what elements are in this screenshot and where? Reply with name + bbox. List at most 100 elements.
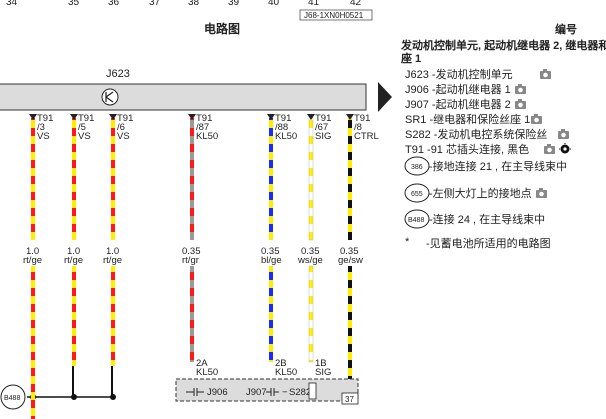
pin-signal: CTRL — [354, 131, 379, 142]
pin-connector: T91 — [37, 113, 53, 124]
wire-upper-segment — [308, 117, 314, 241]
svg-text:S282 -发动机电控系统保险丝: S282 -发动机电控系统保险丝 — [405, 127, 547, 141]
legend-code: S282 — [405, 129, 431, 141]
legend-item[interactable]: S282 -发动机电控系统保险丝 — [405, 127, 569, 141]
wire-color: rt/ge — [64, 255, 83, 266]
grid-number: 39 — [228, 0, 240, 8]
wire-lower-segment — [111, 266, 115, 366]
grid-number: 38 — [188, 0, 200, 8]
ref-number: 37 — [345, 395, 354, 404]
wire-size: 1.0 — [67, 246, 80, 257]
wire-size: 1.0 — [106, 246, 119, 257]
camera-icon[interactable] — [531, 114, 542, 124]
legend-text: -发动机控制单元 — [429, 67, 513, 81]
wire-upper-segment — [348, 118, 352, 240]
wire[interactable] — [308, 117, 314, 363]
wire[interactable] — [348, 118, 352, 388]
partial-code-box — [299, 9, 373, 21]
svg-text:J906 -起动机继电器 1: J906 -起动机继电器 1 — [405, 82, 511, 96]
fuse-icon — [308, 382, 317, 400]
legend-item[interactable]: T91 -91 芯插头连接, 黑色 — [405, 142, 571, 156]
camera-icon[interactable] — [536, 188, 547, 198]
pin-connector: T91 — [117, 113, 133, 124]
camera-icon[interactable] — [515, 99, 526, 109]
circled-id: 386 — [411, 164, 423, 171]
camera-icon[interactable] — [558, 129, 569, 139]
wire-label: 0.35 rt/gr — [182, 246, 201, 266]
wire-size: 0.35 — [261, 246, 280, 257]
wire-color: ws/ge — [297, 255, 323, 266]
pin-arrow-icon — [109, 114, 117, 120]
legend-item[interactable]: J907 -起动机继电器 2 — [405, 97, 526, 111]
wire[interactable] — [72, 118, 76, 366]
pin-number: /8 — [354, 122, 362, 133]
wire[interactable] — [269, 118, 273, 362]
legend-code: T91 — [405, 144, 424, 156]
legend-code: SR1 — [405, 114, 426, 126]
svg-text:J907 -起动机继电器 2: J907 -起动机继电器 2 — [405, 97, 511, 111]
camera-icon[interactable] — [540, 69, 551, 79]
pin-arrow-icon — [29, 114, 37, 120]
wire-color: ge/sw — [338, 255, 363, 266]
splice-down-wire — [31, 366, 35, 419]
pin-number: /88 — [275, 122, 288, 133]
relay-contact-icon — [186, 388, 204, 396]
legend-code: J623 — [405, 69, 429, 81]
wire[interactable] — [111, 118, 115, 366]
legend-item[interactable]: J906 -起动机继电器 1 — [405, 82, 526, 96]
wire-layer: T91 /3 VS T91 /5 VS T91 /6 VS T91 /87 KL… — [23, 113, 379, 388]
legend-circled-item[interactable]: B488 -连接 24 , 在主导线束中 — [404, 209, 545, 229]
wire-color: rt/ge — [23, 255, 42, 266]
legend-pointer-arrow-icon — [378, 82, 392, 112]
pin-signal: VS — [117, 131, 130, 142]
camera-icon[interactable] — [544, 144, 555, 154]
legend-circled-item[interactable]: 386 -接地连接 21 , 在主导线束中 — [404, 156, 567, 176]
pin-2a-signal: KL50 — [196, 367, 218, 378]
pin-number: /87 — [196, 122, 209, 133]
grid-number: 42 — [350, 0, 362, 8]
pin-number: /6 — [117, 122, 125, 133]
wire-label: 0.35 ge/sw — [338, 246, 363, 266]
pin-arrow-icon — [346, 114, 354, 120]
pin-label: T91 /3 VS — [37, 113, 53, 142]
control-unit-bar[interactable] — [0, 83, 367, 111]
wire[interactable] — [31, 118, 35, 366]
wire-label: 0.35 ws/ge — [297, 246, 323, 266]
relay-fuse-box[interactable] — [175, 378, 359, 402]
wire-size: 1.0 — [26, 246, 39, 257]
legend-heading-cont: 座 1 — [400, 51, 421, 65]
note-mark: * — [405, 236, 410, 248]
legend-item[interactable]: SR1 -继电器和保险丝座 1 — [405, 112, 542, 126]
wire[interactable] — [190, 118, 194, 362]
connector-pinout-icon[interactable] — [559, 143, 571, 154]
pin-label: T91 /8 CTRL — [354, 113, 379, 142]
pin-connector: T91 — [354, 113, 370, 124]
wire-color: rt/ge — [103, 255, 122, 266]
ref-number-box[interactable] — [341, 392, 359, 405]
pin-1b: 1B — [315, 358, 327, 369]
legend-text: -91 芯插头连接, 黑色 — [424, 142, 529, 156]
splice-b488-circle[interactable]: B488 — [0, 384, 26, 410]
legend-circled-item[interactable]: 655 -左侧大灯上的接地点 — [404, 183, 547, 203]
grid-number: 41 — [308, 0, 320, 8]
pin-arrow-icon — [188, 114, 196, 120]
wire-lower-segment — [348, 266, 352, 388]
wire-lower-segment — [269, 266, 273, 362]
wire-size: 0.35 — [301, 246, 320, 257]
pin-arrow-icon — [267, 114, 275, 120]
circled-text: -左侧大灯上的接地点 — [429, 186, 532, 200]
grid-number: 36 — [108, 0, 120, 8]
grid-number: 34 — [6, 0, 18, 8]
splice-id: B488 — [4, 395, 20, 402]
pin-2a: 2A — [196, 358, 208, 369]
wire-color: rt/gr — [182, 255, 199, 266]
svg-text:T91 -91 芯插头连接, 黑色: T91 -91 芯插头连接, 黑色 — [405, 142, 529, 156]
legend-heading: 发动机控制单元, 起动机继电器 2, 继电器和 — [400, 38, 606, 52]
legend-text: -起动机继电器 2 — [429, 97, 511, 111]
pin-label: T91 /67 SIG — [315, 113, 331, 142]
legend-item[interactable]: J623 -发动机控制单元 — [405, 67, 551, 81]
wire-upper-segment — [190, 118, 194, 240]
fuse-label: S282 — [289, 387, 311, 398]
camera-icon[interactable] — [515, 84, 526, 94]
wire-label: 0.35 bl/ge — [261, 246, 282, 266]
